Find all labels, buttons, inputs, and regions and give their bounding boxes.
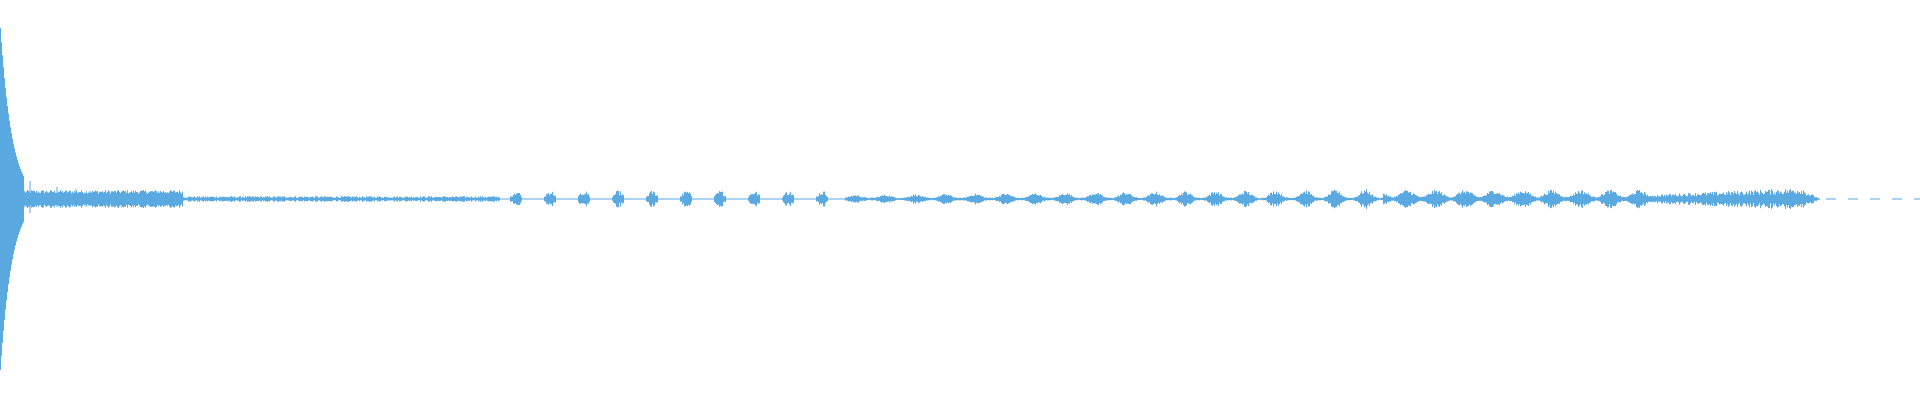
waveform-transients	[11, 169, 184, 229]
waveform-trace	[0, 28, 1820, 370]
